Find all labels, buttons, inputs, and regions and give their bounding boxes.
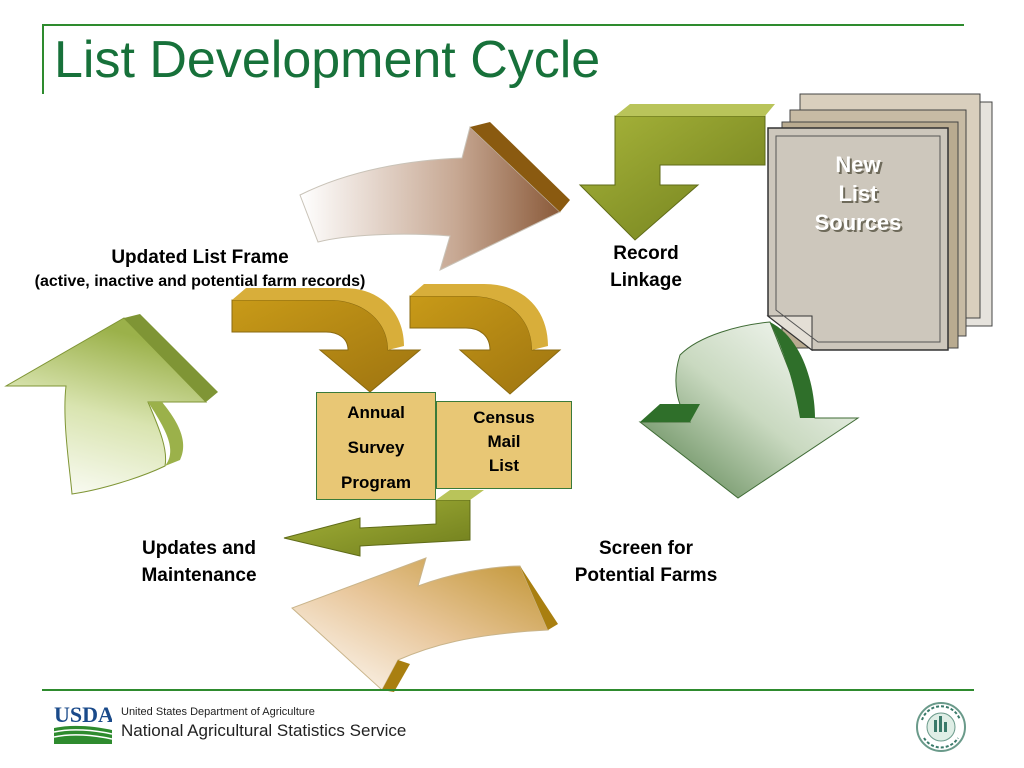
annual-survey-line2: Survey (347, 438, 405, 457)
record-linkage-label: Record Linkage (586, 240, 706, 294)
agriculture-counts-seal (916, 702, 966, 752)
annual-survey-program-box: Annual Survey Program (316, 392, 436, 500)
updated-list-frame-label: Updated List Frame (active, inactive and… (4, 244, 396, 293)
annual-survey-line1: Annual (347, 403, 405, 422)
arrow-to-record-linkage (299, 122, 570, 271)
arrow-screen-potential-farms (638, 321, 860, 499)
arrow-updates-maintenance (283, 490, 484, 557)
usda-logo: USDA (54, 702, 112, 744)
screen-line1: Screen for (599, 538, 693, 559)
page-title: List Development Cycle (54, 31, 601, 89)
footer-rule (42, 689, 974, 691)
census-mail-list-box: Census Mail List (436, 401, 572, 489)
record-linkage-line1: Record (613, 243, 679, 264)
new-list-sources-label: New List Sources (790, 150, 926, 237)
title-rule (42, 24, 964, 26)
new-list-sources-stack (766, 93, 993, 352)
annual-survey-line3: Program (341, 473, 411, 492)
arrow-to-annual-survey (231, 288, 422, 393)
department-name: United States Department of Agriculture (121, 706, 315, 718)
agency-name: National Agricultural Statistics Service (121, 721, 407, 740)
new-list-sources-line2: List (838, 181, 878, 206)
arrow-updated-list-frame (4, 314, 218, 495)
updates-line1: Updates and (141, 538, 257, 559)
updated-list-frame-subtitle: (active, inactive and potential farm rec… (34, 273, 366, 290)
new-list-sources-line1: New (835, 152, 881, 177)
arrow-record-linkage (578, 104, 775, 241)
census-mail-list-line3: List (488, 456, 520, 475)
updated-list-frame-title: Updated List Frame (111, 247, 289, 268)
screen-potential-farms-label: Screen for Potential Farms (556, 535, 736, 589)
census-mail-list-line1: Census (473, 408, 535, 427)
census-mail-list-line2: Mail (487, 432, 521, 451)
updates-maintenance-label: Updates and Maintenance (114, 535, 284, 589)
arrow-bottom-cycle (291, 557, 558, 692)
record-linkage-line2: Linkage (610, 270, 682, 291)
updates-line2: Maintenance (141, 565, 257, 586)
new-list-sources-line3: Sources (814, 210, 902, 235)
title-rule-vertical (42, 24, 44, 94)
usda-logo-text: USDA (54, 702, 112, 727)
screen-line2: Potential Farms (574, 565, 718, 586)
arrow-to-census-mail-list (409, 284, 562, 395)
